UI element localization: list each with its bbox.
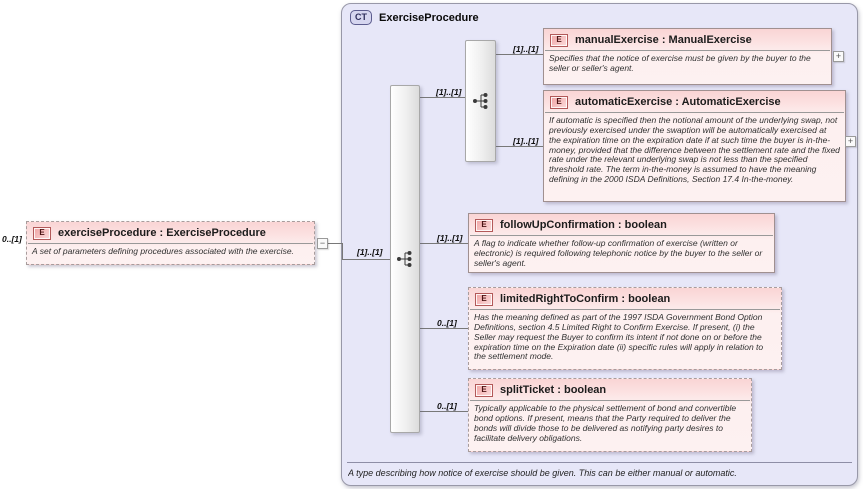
- choice-icon: [472, 93, 487, 109]
- cardinality-label: [1]..[1]: [513, 44, 539, 54]
- element-title: limitedRightToConfirm : boolean: [500, 293, 671, 305]
- connector-line: [420, 411, 469, 412]
- element-title: automaticExercise : AutomaticExercise: [575, 96, 781, 108]
- element-title: splitTicket : boolean: [500, 384, 607, 396]
- element-icon: E: [475, 383, 493, 397]
- sequence-icon: [397, 251, 412, 267]
- element-title: followUpConfirmation : boolean: [500, 219, 667, 231]
- element-header: E splitTicket : boolean: [469, 379, 751, 399]
- connector-line: [496, 146, 544, 147]
- element-icon: E: [33, 226, 51, 240]
- choice-compositor[interactable]: [465, 40, 496, 162]
- element-header: E followUpConfirmation : boolean: [469, 214, 774, 234]
- element-icon: E: [550, 95, 568, 109]
- cardinality-label: [1]..[1]: [437, 233, 463, 243]
- element-annotation: Specifies that the notice of exercise mu…: [549, 53, 811, 73]
- element-box-limitedRightToConfirm[interactable]: E limitedRightToConfirm : boolean Has th…: [468, 287, 782, 370]
- cardinality-label: 0..[1]: [437, 318, 457, 328]
- element-header: E manualExercise : ManualExercise: [544, 29, 831, 49]
- element-divider: [545, 50, 830, 51]
- element-title: manualExercise : ManualExercise: [575, 34, 752, 46]
- connector-line: [420, 328, 469, 329]
- connector-line: [342, 243, 343, 260]
- collapse-toggle[interactable]: −: [317, 238, 328, 249]
- element-divider: [545, 112, 844, 113]
- element-header: E automaticExercise : AutomaticExercise: [544, 91, 845, 111]
- element-box-automaticExercise[interactable]: E automaticExercise : AutomaticExercise …: [543, 90, 846, 202]
- cardinality-label: [1]..[1]: [436, 87, 462, 97]
- connector-line: [420, 97, 466, 98]
- cardinality-label: 0..[1]: [2, 234, 22, 244]
- element-icon: E: [475, 292, 493, 306]
- panel-footer-annotation: A type describing how notice of exercise…: [348, 468, 737, 478]
- connector-line: [496, 54, 544, 55]
- expand-toggle[interactable]: +: [845, 136, 856, 147]
- element-header: E limitedRightToConfirm : boolean: [469, 288, 781, 308]
- element-annotation: Has the meaning defined as part of the 1…: [474, 312, 764, 362]
- element-title: exerciseProcedure : ExerciseProcedure: [58, 227, 266, 239]
- connector-line: [342, 259, 391, 260]
- element-header: E exerciseProcedure : ExerciseProcedure: [27, 222, 314, 242]
- element-divider: [28, 243, 313, 244]
- element-annotation: Typically applicable to the physical set…: [474, 403, 737, 443]
- cardinality-label: 0..[1]: [437, 401, 457, 411]
- element-divider: [470, 235, 773, 236]
- element-annotation: A set of parameters defining procedures …: [32, 246, 294, 256]
- sequence-compositor[interactable]: [390, 85, 420, 433]
- panel-footer-divider: [347, 462, 852, 463]
- element-annotation: A flag to indicate whether follow-up con…: [474, 238, 763, 268]
- element-divider: [470, 309, 780, 310]
- element-box-exerciseProcedure[interactable]: E exerciseProcedure : ExerciseProcedure …: [26, 221, 315, 265]
- element-box-splitTicket[interactable]: E splitTicket : boolean Typically applic…: [468, 378, 752, 452]
- cardinality-label: [1]..[1]: [357, 247, 383, 257]
- panel-header: CT ExerciseProcedure: [350, 10, 479, 25]
- element-icon: E: [550, 33, 568, 47]
- complextype-icon: CT: [350, 10, 372, 25]
- element-icon: E: [475, 218, 493, 232]
- panel-title: ExerciseProcedure: [379, 11, 479, 24]
- element-box-followUpConfirmation[interactable]: E followUpConfirmation : boolean A flag …: [468, 213, 775, 273]
- element-annotation: If automatic is specified then the notio…: [549, 115, 840, 185]
- element-divider: [470, 400, 750, 401]
- expand-toggle[interactable]: +: [833, 51, 844, 62]
- connector-line: [420, 243, 469, 244]
- connector-line: [328, 243, 343, 244]
- element-box-manualExercise[interactable]: E manualExercise : ManualExercise Specif…: [543, 28, 832, 85]
- cardinality-label: [1]..[1]: [513, 136, 539, 146]
